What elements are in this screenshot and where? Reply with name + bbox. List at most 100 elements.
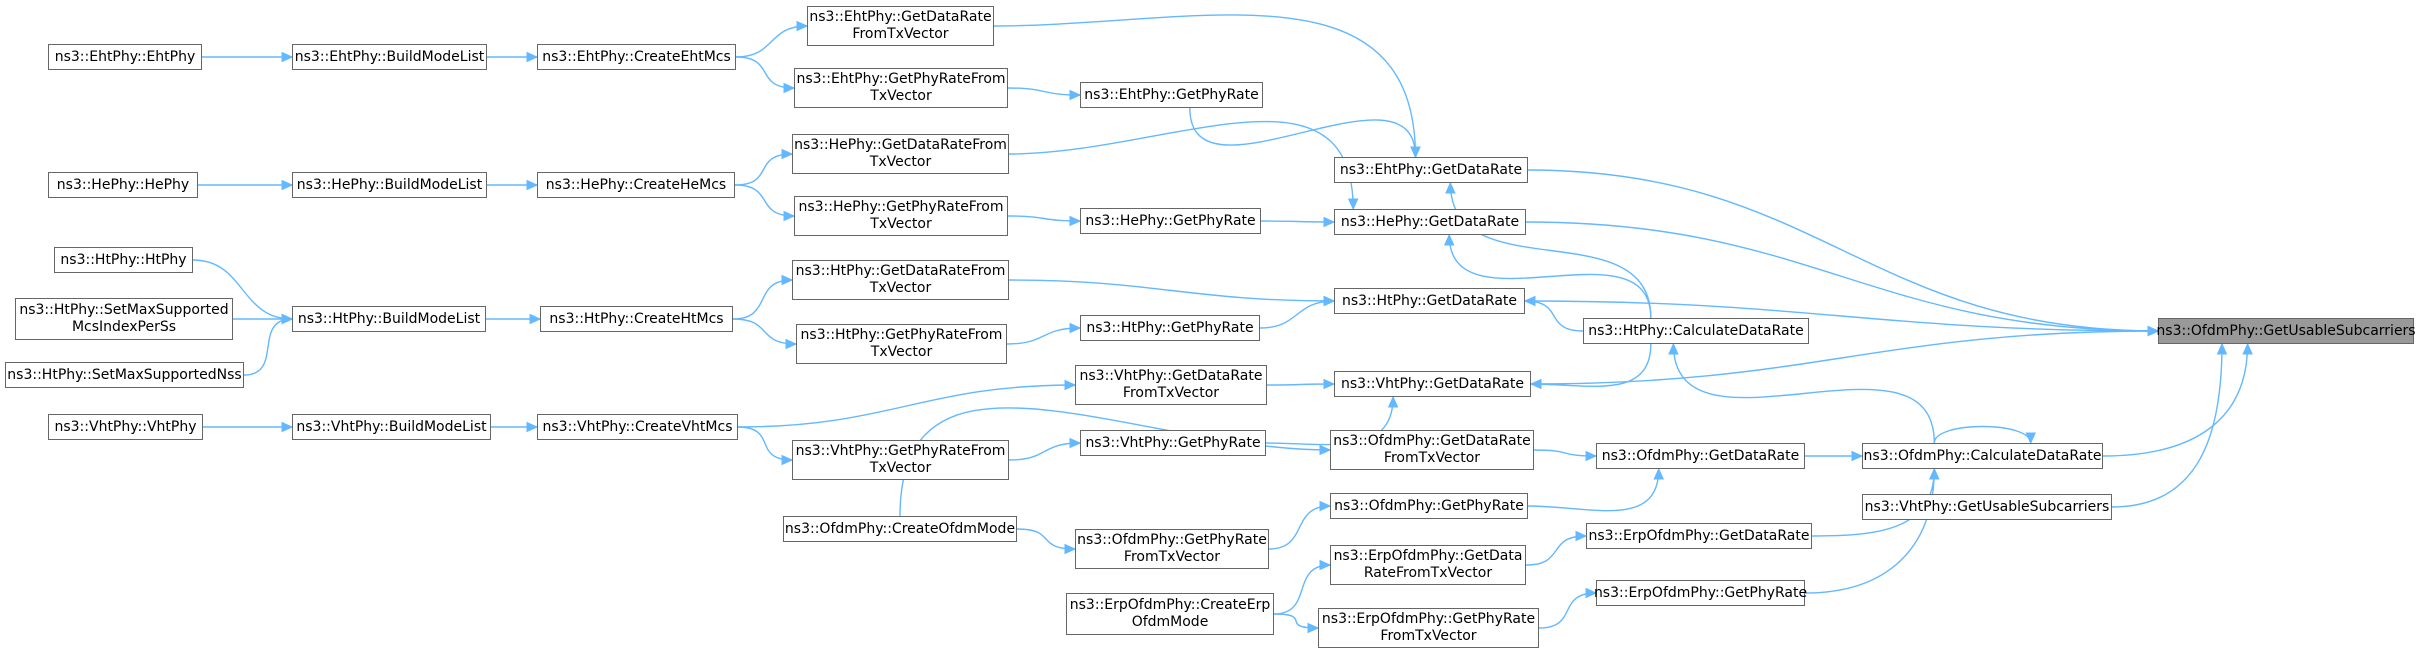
node-htphy-calculatedatarate[interactable]: ns3::HtPhy::CalculateDataRate bbox=[1583, 318, 1809, 344]
node-htphy-setmaxsupportednss[interactable]: ns3::HtPhy::SetMaxSupportedNss bbox=[5, 362, 244, 388]
node-label-line: ns3::EhtPhy::EhtPhy bbox=[54, 48, 196, 65]
node-hephy-hephy[interactable]: ns3::HePhy::HePhy bbox=[48, 172, 198, 198]
edge-htphy_htphy-htphy_buildmodelist bbox=[192, 259, 293, 320]
node-label-line: ns3::HePhy::GetPhyRateFrom bbox=[798, 199, 1004, 215]
node-ofdmphy-createofdmmode[interactable]: ns3::OfdmPhy::CreateOfdmMode bbox=[783, 516, 1017, 542]
node-label-line: ns3::OfdmPhy::GetDataRate bbox=[1601, 447, 1800, 464]
node-vhtphy-getphyrate[interactable]: ns3::VhtPhy::GetPhyRate bbox=[1080, 430, 1266, 456]
edge-arrowhead bbox=[1653, 467, 1664, 480]
edge-arrowhead bbox=[1069, 437, 1082, 449]
node-label-line: ns3::OfdmPhy::CreateOfdmMode bbox=[784, 520, 1016, 537]
node-label-line: ns3::ErpOfdmPhy::GetPhyRate bbox=[1593, 584, 1808, 601]
edge-arrowhead bbox=[1929, 467, 1940, 480]
node-htphy-createhtmcs[interactable]: ns3::HtPhy::CreateHtMcs bbox=[540, 306, 733, 332]
edge-arrowhead bbox=[1523, 295, 1536, 307]
edge-arrowhead bbox=[783, 210, 796, 222]
node-label-line: ns3::HtPhy::SetMaxSupportedNss bbox=[7, 366, 242, 383]
node-vhtphy-getusablesubcarriers[interactable]: ns3::VhtPhy::GetUsableSubcarriers bbox=[1862, 494, 2112, 520]
node-label-line: ns3::EhtPhy::BuildModeList bbox=[294, 48, 485, 65]
edge-arrowhead bbox=[526, 51, 539, 63]
node-vhtphy-buildmodelist[interactable]: ns3::VhtPhy::BuildModeList bbox=[292, 414, 491, 440]
edge-arrowhead bbox=[1323, 378, 1336, 390]
node-label-line: FromTxVector bbox=[1380, 628, 1477, 644]
node-hephy-getdatarate[interactable]: ns3::HePhy::GetDataRate bbox=[1334, 209, 1526, 235]
edge-arrowhead bbox=[1575, 530, 1588, 542]
node-label-line: ns3::OfdmPhy::CalculateDataRate bbox=[1863, 447, 2102, 464]
node-ofdmphy-getphyrate[interactable]: ns3::OfdmPhy::GetPhyRate bbox=[1330, 493, 1528, 519]
node-htphy-getphyrate[interactable]: ns3::HtPhy::GetPhyRate bbox=[1080, 315, 1260, 341]
node-vhtphy-createvhtmcs[interactable]: ns3::VhtPhy::CreateVhtMcs bbox=[537, 414, 738, 440]
node-label-line: ns3::ErpOfdmPhy::GetPhyRate bbox=[1321, 611, 1536, 627]
edge-htphy_setmaxsupportednss-htphy_buildmodelist bbox=[243, 318, 293, 376]
node-vhtphy-vhtphy[interactable]: ns3::VhtPhy::VhtPhy bbox=[48, 414, 203, 440]
edge-arrowhead bbox=[783, 82, 796, 94]
edge-erpofdmphy_createerpofdmmode-erpofdmphy_getdataratefromtxvector bbox=[1273, 564, 1331, 615]
edge-arrowhead bbox=[526, 421, 539, 433]
node-htphy-buildmodelist[interactable]: ns3::HtPhy::BuildModeList bbox=[292, 306, 486, 332]
edge-vhtphy_getdataratefromtxvector-vhtphy_getdatarate bbox=[1266, 383, 1335, 386]
edge-arrowhead bbox=[2147, 325, 2160, 337]
edge-erpofdmphy_getphyrate-ofdmphy_calculatedatarate bbox=[1804, 468, 1935, 594]
edge-ehtphy_createehtmcs-ehtphy_getdataratefromtxvector bbox=[735, 25, 808, 58]
node-ehtphy-createehtmcs[interactable]: ns3::EhtPhy::CreateEhtMcs bbox=[537, 44, 736, 70]
node-vhtphy-getdatarate[interactable]: ns3::VhtPhy::GetDataRate bbox=[1334, 371, 1531, 397]
edge-hephy_getphyrate-hephy_getdatarate bbox=[1260, 220, 1335, 223]
node-label-line: FromTxVector bbox=[1123, 549, 1221, 565]
node-label-line: ns3::OfdmPhy::GetUsableSubcarriers bbox=[2156, 322, 2416, 339]
node-hephy-getphyrate[interactable]: ns3::HePhy::GetPhyRate bbox=[1080, 208, 1261, 234]
edge-htphy_createhtmcs-htphy_getphyratefromtxvector bbox=[732, 318, 797, 345]
node-htphy-htphy[interactable]: ns3::HtPhy::HtPhy bbox=[54, 247, 193, 273]
node-label-line: ns3::VhtPhy::BuildModeList bbox=[296, 418, 487, 435]
edge-hephy_getdataratefromtxvector-hephy_getdatarate bbox=[1008, 120, 1354, 210]
node-hephy-createhemcs[interactable]: ns3::HePhy::CreateHeMcs bbox=[537, 172, 735, 198]
node-ofdmphy-getusablesubcarriers-root: ns3::OfdmPhy::GetUsableSubcarriers bbox=[2156, 318, 2416, 344]
node-label-line: FromTxVector bbox=[852, 26, 949, 42]
edge-vhtphy_getusablesubcarriers-ofdmphy_getusablesubcarriers bbox=[2111, 343, 2223, 508]
node-hephy-buildmodelist[interactable]: ns3::HePhy::BuildModeList bbox=[292, 172, 487, 198]
node-label-line: ns3::HtPhy::GetDataRate bbox=[1341, 292, 1518, 309]
node-ofdmphy-getdatarate[interactable]: ns3::OfdmPhy::GetDataRate bbox=[1596, 443, 1805, 469]
node-ofdmphy-calculatedatarate[interactable]: ns3::OfdmPhy::CalculateDataRate bbox=[1862, 443, 2103, 469]
node-erpofdmphy-getphyrate[interactable]: ns3::ErpOfdmPhy::GetPhyRate bbox=[1593, 580, 1808, 606]
edge-ofdmphy_getphyratefromtxvector-ofdmphy_getphyrate bbox=[1268, 505, 1331, 550]
edge-htphy_getphyrate-htphy_getdatarate bbox=[1259, 300, 1335, 329]
node-label-line: TxVector bbox=[870, 216, 932, 232]
node-ehtphy-ehtphy[interactable]: ns3::EhtPhy::EhtPhy bbox=[48, 44, 202, 70]
node-label-line: ns3::ErpOfdmPhy::GetDataRate bbox=[1588, 527, 1810, 544]
node-label-line: ns3::HePhy::GetPhyRate bbox=[1085, 212, 1256, 229]
node-ehtphy-getdatarate[interactable]: ns3::EhtPhy::GetDataRate bbox=[1334, 157, 1528, 183]
edge-ofdmphy_calculatedatarate-ofdmphy_getusablesubcarriers bbox=[2102, 343, 2249, 457]
edge-arrowhead bbox=[1323, 295, 1336, 307]
edge-arrowhead bbox=[1851, 450, 1864, 462]
node-label-line: ns3::HtPhy::GetPhyRate bbox=[1086, 319, 1254, 336]
node-htphy-getdatarate[interactable]: ns3::HtPhy::GetDataRate bbox=[1334, 288, 1525, 314]
node-ehtphy-buildmodelist[interactable]: ns3::EhtPhy::BuildModeList bbox=[292, 44, 487, 70]
edge-arrowhead bbox=[1445, 181, 1456, 194]
edge-htphy_createhtmcs-htphy_getdataratefromtxvector bbox=[732, 279, 793, 320]
edge-arrowhead bbox=[1069, 215, 1082, 227]
edge-erpofdmphy_getdatarate-ofdmphy_calculatedatarate bbox=[1811, 468, 1935, 537]
edge-arrowhead bbox=[529, 313, 542, 325]
edge-arrowhead bbox=[281, 421, 294, 433]
edge-arrowhead bbox=[1069, 89, 1082, 101]
node-erpofdmphy-getdatarate[interactable]: ns3::ErpOfdmPhy::GetDataRate bbox=[1586, 523, 1812, 549]
node-label-line: McsIndexPerSs bbox=[71, 319, 177, 335]
node-ehtphy-getphyrate[interactable]: ns3::EhtPhy::GetPhyRate bbox=[1080, 82, 1263, 108]
edge-ehtphy_getphyratefromtxvector-ehtphy_getphyrate bbox=[1007, 87, 1081, 96]
node-label-line: ns3::HePhy::CreateHeMcs bbox=[545, 176, 727, 193]
